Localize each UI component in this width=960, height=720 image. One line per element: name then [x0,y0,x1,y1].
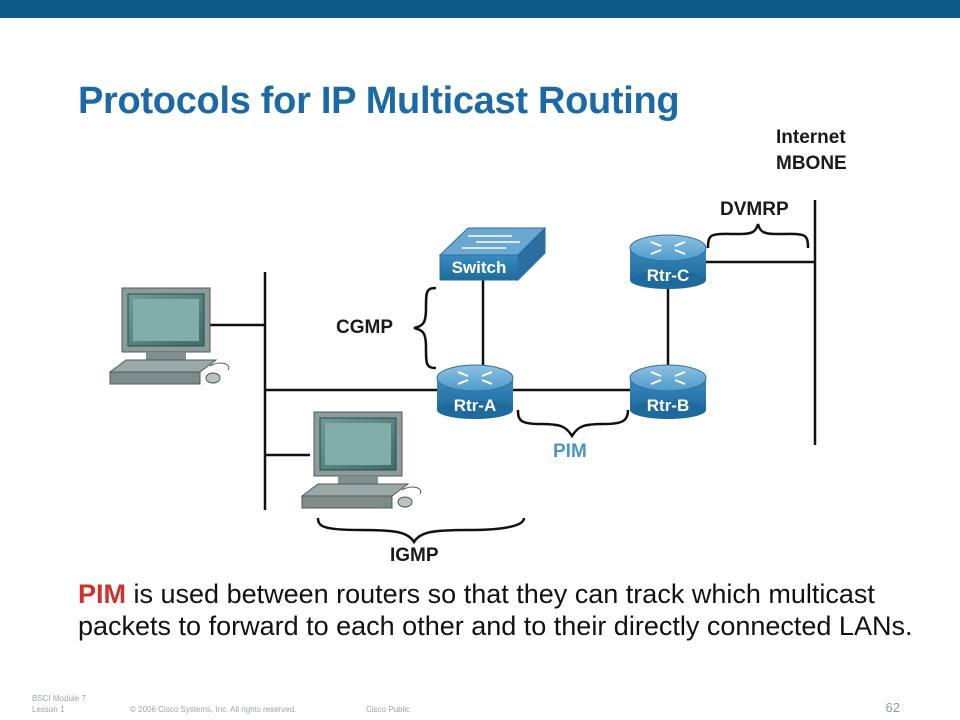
switch-arrows-icon [462,235,520,249]
footer-lesson: Lesson 1 [32,705,65,714]
cgmp-label: CGMP [336,317,393,338]
switch-label: Switch [451,258,507,277]
body-text: is used between routers so that they can… [78,579,913,641]
top-bar [0,0,960,18]
rtr-c-label: Rtr-C [646,266,690,285]
rtr-b-label: Rtr-B [646,396,690,415]
router-rtr-b [629,364,707,419]
router-arrows-icon [650,241,686,255]
footer-classification: Cisco Public [366,705,411,714]
footer-module: BSCI Module 7 [32,694,86,703]
highlight-term: PIM [78,579,127,609]
network-links [210,200,817,510]
dvmrp-brace [706,223,810,249]
pim-label: PIM [553,441,587,462]
footer-copyright: © 2006 Cisco Systems, Inc. All rights re… [130,705,297,714]
mbone-label: MBONE [776,153,847,174]
router-arrows-icon [457,371,493,385]
dvmrp-label: DVMRP [720,199,789,220]
router-rtr-a [436,364,514,419]
rtr-a-label: Rtr-A [453,396,497,415]
pc-1-computer-icon [108,287,230,385]
page-number: 62 [885,700,900,715]
igmp-label: IGMP [390,545,439,566]
body-paragraph: PIM is used between routers so that they… [78,578,918,642]
cgmp-brace [413,286,437,370]
pc-2-computer-icon [300,411,422,509]
router-rtr-c [629,234,707,289]
igmp-brace [316,517,526,545]
router-arrows-icon [650,371,686,385]
switch-device [438,226,547,282]
pim-brace [516,409,630,439]
internet-label: Internet [776,127,846,148]
page-title: Protocols for IP Multicast Routing [78,80,680,122]
